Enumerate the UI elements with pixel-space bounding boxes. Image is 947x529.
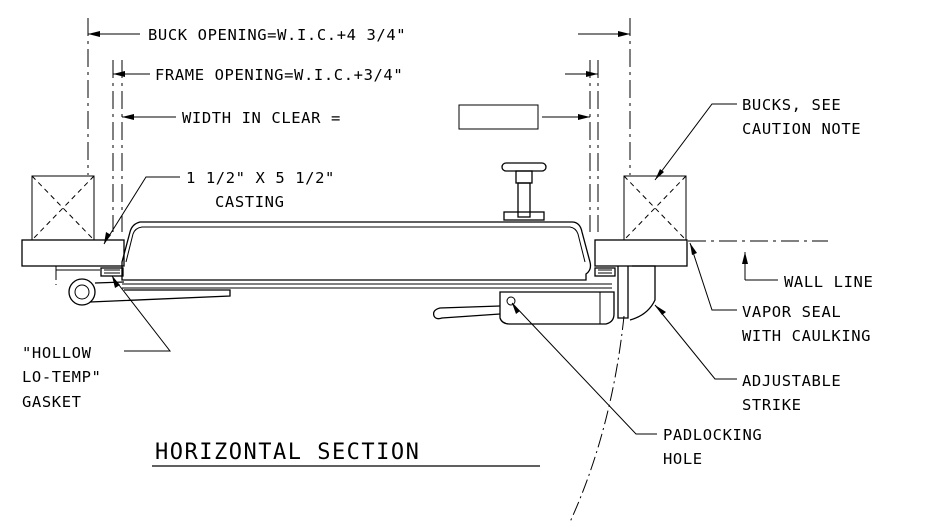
wall-line: WALL LINE (688, 240, 873, 291)
width-in-clear-label: WIDTH IN CLEAR = (182, 109, 341, 127)
casting-callout: 1 1/2" X 5 1/2" CASTING (103, 169, 335, 245)
latch-handle (432, 291, 615, 325)
door-panel (121, 221, 612, 289)
left-buck (31, 175, 95, 241)
strike-plate (617, 266, 629, 319)
right-frame (594, 239, 688, 321)
wall-line-label: WALL LINE (784, 273, 873, 291)
padlock-label-line1: PADLOCKING (663, 426, 762, 444)
width-in-clear-dimension: WIDTH IN CLEAR = (122, 104, 590, 130)
padlocking-hole (506, 296, 516, 306)
section-title: HORIZONTAL SECTION (152, 440, 540, 467)
left-gasket (100, 267, 124, 277)
vapor-label-line2: WITH CAULKING (742, 327, 871, 345)
strike-callout: ADJUSTABLE STRIKE (654, 304, 841, 414)
strike-label-line1: ADJUSTABLE (742, 372, 841, 390)
strike-label-line2: STRIKE (742, 396, 802, 414)
adjustable-strike (629, 265, 656, 321)
inside-release-knob (501, 162, 547, 221)
casting-label-line2: CASTING (215, 193, 285, 211)
left-frame (21, 239, 125, 285)
gasket-label-line2: LO-TEMP" (22, 368, 101, 386)
hinge (68, 278, 231, 306)
extension-lines (87, 18, 631, 232)
bucks-label-line2: CAUTION NOTE (742, 120, 861, 138)
right-gasket (594, 267, 616, 277)
casting-label-line1: 1 1/2" X 5 1/2" (186, 169, 335, 187)
vapor-seal-callout: VAPOR SEAL WITH CAULKING (689, 242, 871, 345)
buck-opening-dimension: BUCK OPENING=W.I.C.+4 3/4" (88, 26, 630, 44)
bucks-label-line1: BUCKS, SEE (742, 96, 841, 114)
padlock-callout: PADLOCKING HOLE (511, 302, 762, 468)
vapor-label-line1: VAPOR SEAL (742, 303, 841, 321)
door-swing-arc (569, 315, 625, 523)
frame-opening-dimension: FRAME OPENING=W.I.C.+3/4" (113, 66, 598, 84)
buck-opening-label: BUCK OPENING=W.I.C.+4 3/4" (148, 26, 406, 44)
padlock-label-line2: HOLE (663, 450, 703, 468)
bucks-callout: BUCKS, SEE CAUTION NOTE (654, 96, 861, 181)
gasket-label-line3: GASKET (22, 393, 82, 411)
gasket-callout: "HOLLOW LO-TEMP" GASKET (22, 275, 172, 411)
section-title-text: HORIZONTAL SECTION (155, 440, 420, 465)
right-buck (623, 175, 687, 241)
width-value-box (458, 104, 539, 130)
frame-opening-label: FRAME OPENING=W.I.C.+3/4" (155, 66, 403, 84)
gasket-label-line1: "HOLLOW (22, 344, 92, 362)
